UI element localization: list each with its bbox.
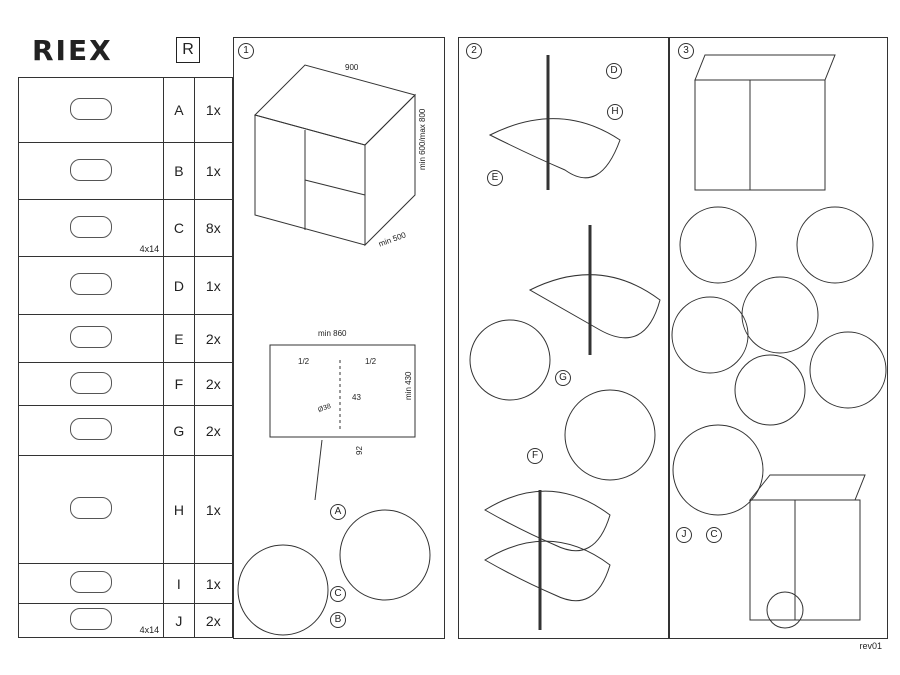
- part-image-cell: [17, 455, 165, 564]
- screw-icon: [70, 608, 113, 630]
- callout-c: C: [330, 586, 346, 602]
- kidney-shelf-icon: [70, 497, 113, 519]
- plan-x-offset: 43: [352, 393, 361, 402]
- part-size: 4x14: [139, 244, 160, 254]
- dim-height: min 600/max 800: [418, 108, 427, 170]
- part-image-cell: [17, 77, 165, 143]
- bracket-icon: [70, 571, 113, 593]
- part-letter: C: [163, 199, 195, 257]
- callout-g: G: [555, 370, 571, 386]
- part-quantity: 2x: [193, 405, 234, 456]
- callout-c2: C: [706, 527, 722, 543]
- part-image-cell: [17, 142, 165, 200]
- plan-half-left: 1/2: [298, 357, 310, 366]
- step-1-panel: [233, 37, 445, 639]
- step-3-panel: [668, 37, 888, 639]
- part-quantity: 8x: [193, 199, 234, 257]
- screw-icon: [70, 215, 113, 238]
- dim-width: 900: [345, 63, 359, 72]
- callout-b: B: [330, 612, 346, 628]
- part-quantity: 1x: [193, 77, 234, 143]
- part-image-cell: 4x14: [17, 603, 165, 638]
- flange-mount-icon: [70, 158, 113, 181]
- callout-e: E: [487, 170, 503, 186]
- pole-icon: [70, 273, 113, 295]
- callout-d: D: [606, 63, 622, 79]
- revision-box: R: [176, 37, 200, 63]
- brand-logo: RIEX: [32, 34, 113, 67]
- callout-j: J: [676, 527, 692, 543]
- part-quantity: 1x: [193, 256, 234, 315]
- round-flange-base-icon: [70, 97, 113, 120]
- part-quantity: 1x: [193, 563, 234, 604]
- step-3-number: 3: [678, 43, 694, 59]
- collar-icon: [70, 326, 113, 348]
- step-2-number: 2: [466, 43, 482, 59]
- revision-label: rev01: [859, 641, 882, 651]
- part-image-cell: [17, 405, 165, 456]
- callout-f: F: [527, 448, 543, 464]
- callout-a: A: [330, 504, 346, 520]
- clip-ring-icon: [70, 371, 113, 394]
- part-quantity: 2x: [193, 314, 234, 363]
- part-quantity: 1x: [193, 455, 234, 564]
- part-quantity: 2x: [193, 603, 234, 638]
- plan-width: min 860: [318, 329, 347, 338]
- part-size: 4x14: [139, 625, 160, 635]
- plan-y-offset: 92: [355, 446, 364, 455]
- plan-half-right: 1/2: [365, 357, 377, 366]
- part-letter: J: [163, 603, 195, 638]
- step-1-number: 1: [238, 43, 254, 59]
- part-letter: E: [163, 314, 195, 363]
- plan-depth: min 430: [404, 371, 413, 400]
- pin-icon: [70, 418, 113, 440]
- step-2-panel: [458, 37, 670, 639]
- part-quantity: 2x: [193, 362, 234, 406]
- part-letter: D: [163, 256, 195, 315]
- part-letter: F: [163, 362, 195, 406]
- callout-h: H: [607, 104, 623, 120]
- part-letter: H: [163, 455, 195, 564]
- part-image-cell: 4x14: [17, 199, 165, 257]
